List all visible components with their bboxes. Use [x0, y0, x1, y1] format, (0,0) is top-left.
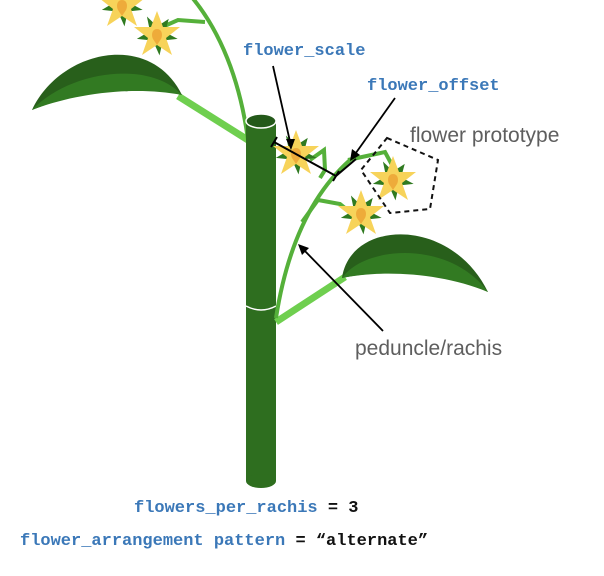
flower-prototype-label: flower prototype: [410, 124, 560, 147]
flower-arrangement-equation: flower_arrangement pattern = “alternate”: [20, 532, 428, 551]
lower-petiole: [274, 274, 347, 325]
flower-scale-label: flower_scale: [243, 42, 366, 61]
flower-1: [271, 126, 324, 178]
upper-rachis: [159, 0, 250, 141]
main-stem: [245, 113, 277, 488]
flower-prototype: [368, 152, 421, 204]
flowers-per-rachis-equation: flowers_per_rachis = 3: [134, 499, 358, 518]
lower-leaf: [274, 234, 488, 325]
equals-sign: =: [327, 499, 339, 518]
peduncle-rachis-label: peduncle/rachis: [355, 337, 503, 360]
arrows: [272, 65, 396, 332]
equals-sign: =: [295, 532, 306, 551]
flower-prototype-outline: [359, 136, 440, 215]
param-name: flower_arrangement pattern: [20, 532, 286, 551]
param-value: “alternate”: [315, 532, 429, 551]
param-value: 3: [348, 499, 359, 518]
upper-flower-1: [97, 0, 150, 30]
flower-offset-label: flower_offset: [367, 77, 500, 96]
flower-offset-dimension: [335, 158, 357, 177]
upper-leaf: [32, 54, 250, 143]
upper-flower-2: [132, 7, 185, 59]
param-name: flowers_per_rachis: [134, 499, 318, 518]
upper-petiole: [176, 93, 250, 143]
